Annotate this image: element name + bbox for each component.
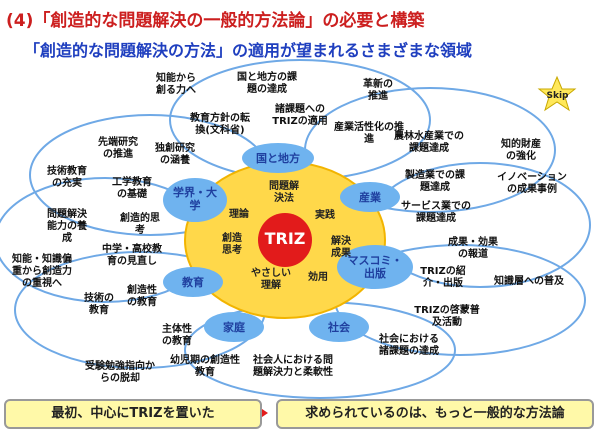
area-label: 農林水産業での課題達成 (394, 131, 464, 154)
area-label: 工学教育の基礎 (112, 177, 152, 200)
area-label: 受験勉強指向からの脱却 (85, 361, 155, 384)
center-disc (258, 213, 312, 267)
area-label: 問題解決能力の養成 (47, 209, 87, 244)
category-home: 家庭 (223, 321, 245, 334)
area-label: 創造性の教育 (127, 285, 157, 308)
page-subtitle: 「創造的な問題解決の方法」の適用が望まれるさまざまな領域 (24, 41, 473, 60)
area-label: 技術の教育 (84, 293, 114, 316)
area-label: 成果・効果の報道 (448, 237, 498, 260)
area-label: 社会における諸課題の達成 (379, 334, 439, 357)
inner-label-practice: 実践 (315, 210, 335, 221)
star-shape (537, 75, 577, 112)
bubble-society (309, 312, 369, 342)
category-society: 社会 (328, 321, 350, 334)
bubble-industry (340, 182, 400, 212)
area-label: イノベーションの成果事例 (497, 172, 567, 195)
area-label: 社会人における問題解決力と柔軟性 (253, 355, 333, 378)
area-label: 教育方針の転換(文科省) (190, 113, 250, 136)
area-label: 国と地方の課題の達成 (237, 72, 297, 95)
area-label: 知的財産の強化 (501, 139, 541, 162)
inner-label-easy-understanding: やさしい理解 (251, 268, 291, 291)
bubble-academia (163, 178, 227, 222)
area-label: 中学・高校教育の見直し (102, 244, 162, 267)
category-industry: 産業 (359, 191, 381, 204)
page-title: (4)「創造的な問題解決の一般的方法論」の必要と構築 (6, 11, 425, 31)
area-label: 先端研究の推進 (98, 137, 138, 160)
category-country: 国と地方 (256, 152, 300, 165)
bubble-media (337, 245, 413, 289)
bubble-education (163, 267, 223, 297)
area-label: TRIZの紹介・出版 (420, 266, 466, 289)
center-label: TRIZ (264, 229, 306, 248)
area-label: TRIZの啓蒙普及活動 (414, 305, 480, 328)
area-label: 知能から創る力へ (156, 73, 196, 96)
area-label: 技術教育の充実 (47, 166, 87, 189)
inner-label-method: 問題解決法 (269, 181, 299, 204)
area-label: 革新の推進 (363, 79, 393, 102)
inner-label-creative-thinking: 創造思考 (222, 233, 242, 256)
inner-label-theory: 理論 (229, 209, 249, 220)
bubble-country (242, 143, 314, 173)
callout-required: 求められているのは、もっと一般的な方法論 (276, 399, 594, 429)
category-academia: 学界・大学 (173, 186, 217, 212)
area-label: サービス業での課題達成 (401, 201, 471, 224)
area-label: 主体性の教育 (162, 324, 192, 347)
bubble-home (204, 312, 264, 342)
category-education: 教育 (182, 276, 204, 289)
area-label: 製造業での課題達成 (405, 170, 465, 193)
area-label: 幼児期の創造性教育 (170, 355, 240, 378)
area-label: 産業活性化の推進 (334, 122, 404, 145)
callout-initial: 最初、中心にTRIZを置いた (4, 399, 262, 429)
area-label: 知能・知識偏重から創造力の重視へ (12, 254, 72, 289)
area-label: 独創研究の涵養 (155, 143, 195, 166)
inner-label-utility: 効用 (308, 272, 328, 283)
category-media: マスコミ・出版 (347, 254, 403, 280)
area-label: 諸課題へのTRIZの適用 (272, 104, 328, 127)
area-label: 創造的思考 (120, 213, 160, 236)
inner-label-results: 解決成果 (331, 236, 351, 259)
skip-button[interactable]: Skip (546, 91, 569, 101)
area-label: 知識層への普及 (494, 276, 564, 287)
